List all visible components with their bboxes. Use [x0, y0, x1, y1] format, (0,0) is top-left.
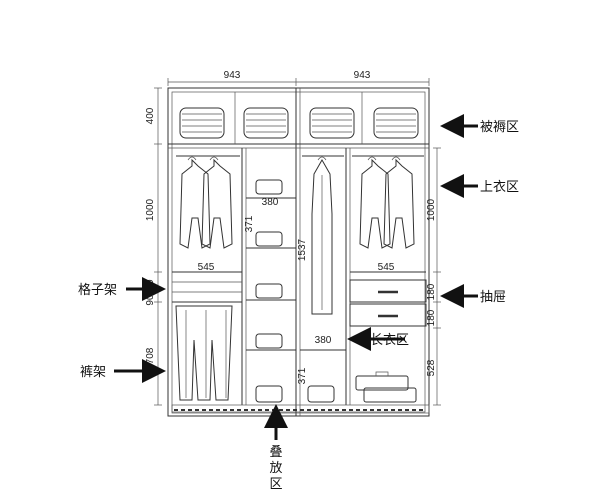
- left-dimension: 400 1000 90 90 708: [145, 87, 162, 406]
- hanging-jackets-right: [359, 156, 415, 249]
- inner-dimensions: 380 371 545 545 1537 380 371: [198, 197, 395, 384]
- hanging-pants: [175, 305, 233, 401]
- dim-drawer-180a: 180: [426, 283, 437, 300]
- dim-top-left: 943: [224, 70, 241, 81]
- dim-hanging-right-height: 1000: [426, 198, 437, 221]
- label-upper-clothes-zone: 上衣区: [480, 179, 519, 195]
- dim-shelf-90b: 90: [145, 294, 156, 306]
- right-dimension: 1000 180 180 528: [426, 147, 441, 406]
- quilt-stacks: [179, 107, 419, 139]
- folded-clothes: [255, 179, 335, 403]
- top-dimension: 943 943: [167, 70, 430, 86]
- dim-top-right: 943: [354, 70, 371, 81]
- quilt-icon: [309, 107, 355, 139]
- hanging-jackets-left: [179, 156, 233, 249]
- dim-rail-545-right: 545: [378, 262, 395, 273]
- zone-labels: 被褥区 上衣区 抽屉 格子架 长衣区 裤架 叠 放 区: [78, 114, 519, 492]
- label-drawer: 抽屉: [480, 290, 506, 305]
- dim-shelf-width-380a: 380: [262, 197, 279, 208]
- label-grid-shelf: 格子架: [78, 282, 117, 298]
- label-fold-zone-2: 放: [269, 461, 282, 476]
- dim-shelf-height-371a: 371: [244, 215, 255, 232]
- dim-drawer-180b: 180: [426, 309, 437, 326]
- dim-hanging-left-height: 1000: [145, 198, 156, 221]
- dim-shelf-width-380b: 380: [315, 335, 332, 346]
- label-fold-zone-1: 叠: [269, 445, 282, 460]
- dim-quilt-height: 400: [145, 107, 156, 124]
- dim-long-1537: 1537: [297, 238, 308, 261]
- quilt-icon: [179, 107, 225, 139]
- label-long-clothes-zone: 长衣区: [370, 332, 409, 348]
- label-quilt-zone: 被褥区: [480, 120, 519, 135]
- label-pants-rack: 裤架: [80, 365, 106, 380]
- long-coat: [311, 156, 333, 315]
- label-fold-zone-3: 区: [269, 477, 282, 492]
- quilt-icon: [373, 107, 419, 139]
- dim-rail-545-left: 545: [198, 262, 215, 273]
- quilt-icon: [243, 107, 289, 139]
- suitcases: [355, 371, 417, 403]
- dim-pants-height: 708: [145, 347, 156, 364]
- dim-shelf-height-371b: 371: [297, 367, 308, 384]
- dim-bottom-528: 528: [426, 359, 437, 376]
- cabinet-frame: [167, 87, 430, 417]
